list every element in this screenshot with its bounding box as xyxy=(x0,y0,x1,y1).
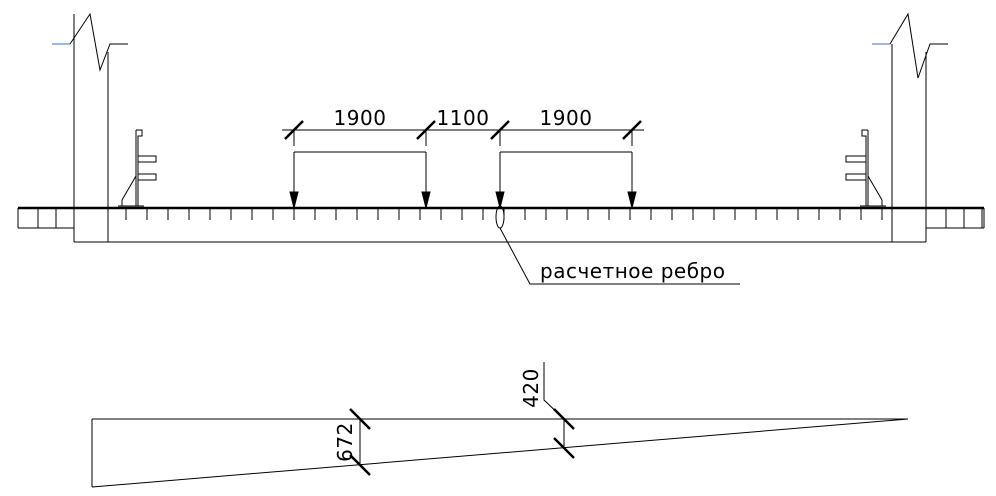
dimension-label-3: 1900 xyxy=(540,106,593,130)
dimension-tick xyxy=(491,121,509,139)
dimension-line xyxy=(282,121,644,146)
dimension-tick xyxy=(417,121,435,139)
beam-ticks xyxy=(38,208,982,228)
influence-line xyxy=(92,362,908,487)
right-barrier xyxy=(846,130,886,206)
deck-slab xyxy=(18,208,984,242)
design-rib-marker xyxy=(496,206,504,228)
load-arrow xyxy=(422,192,430,208)
left-break-line xyxy=(70,14,128,70)
dimension-tick xyxy=(285,121,303,139)
load-arrow xyxy=(496,192,504,208)
dimension-label-2: 1100 xyxy=(437,106,490,130)
ordinate-tick xyxy=(350,409,370,429)
ordinate-leader xyxy=(544,362,564,419)
right-break-line xyxy=(890,14,948,78)
dimension-tick xyxy=(623,121,641,139)
left-barrier xyxy=(118,130,156,206)
load-arrow xyxy=(628,192,636,208)
callout-label: расчетное ребро xyxy=(540,259,725,283)
load-arrow xyxy=(290,192,298,208)
load-diagram xyxy=(290,152,636,208)
callout-leader xyxy=(500,228,740,284)
left-wall xyxy=(52,14,128,242)
ordinate-label-672: 672 xyxy=(333,422,357,462)
ordinate-label-420: 420 xyxy=(519,368,543,408)
ordinate-tick xyxy=(350,455,370,475)
ordinate-tick xyxy=(554,438,574,458)
dimension-label-1: 1900 xyxy=(334,106,387,130)
